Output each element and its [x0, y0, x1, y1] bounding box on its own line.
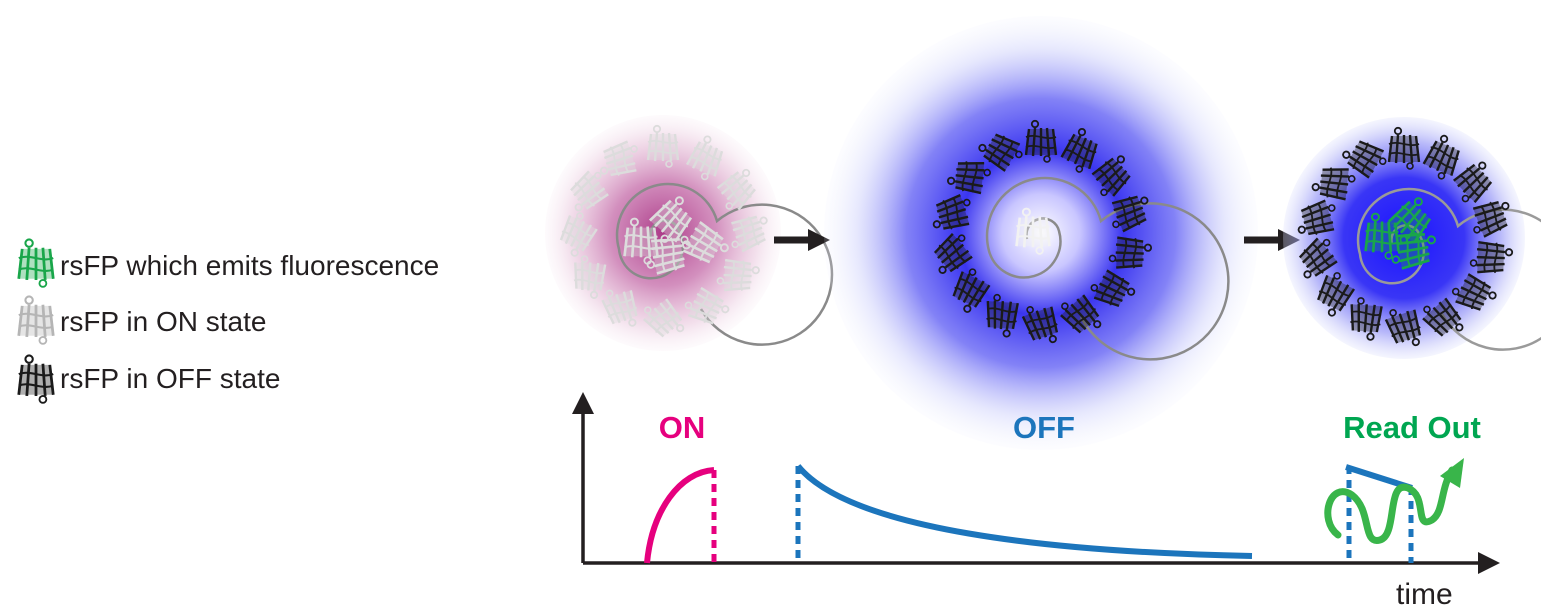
- legend-label-on: rsFP in ON state: [60, 306, 266, 337]
- phase-label-on: ON: [659, 410, 706, 445]
- legend: rsFP which emits fluorescence rsFP in ON…: [17, 238, 439, 405]
- readout-circle: [1283, 117, 1541, 359]
- on-state-circle: [545, 115, 834, 351]
- on-pulse-curve: [644, 467, 715, 564]
- y-axis-arrowhead: [572, 392, 594, 414]
- fluorescence-emission-wave: [1324, 466, 1456, 544]
- spiral-path: [985, 176, 1230, 361]
- legend-item-off: rsFP in OFF state: [17, 354, 280, 405]
- x-axis-arrowhead: [1478, 552, 1500, 574]
- time-axis-plot: time ON OFF Read Out: [572, 392, 1500, 611]
- arrow-on-to-off: [774, 229, 830, 251]
- phase-label-off: OFF: [1013, 410, 1075, 445]
- legend-label-off: rsFP in OFF state: [60, 363, 280, 394]
- fluorescence-emission-arrowhead: [1440, 458, 1464, 488]
- off-decay-curve: [795, 464, 1253, 559]
- x-axis-label: time: [1396, 578, 1453, 611]
- black-protein-icon: [17, 354, 55, 405]
- white-protein-icon: [17, 295, 55, 346]
- legend-item-fluorescent: rsFP which emits fluorescence: [17, 238, 439, 289]
- off-state-circle: [824, 16, 1258, 450]
- legend-item-on: rsFP in ON state: [17, 295, 266, 346]
- legend-label-fluorescent: rsFP which emits fluorescence: [60, 250, 439, 281]
- phase-label-readout: Read Out: [1343, 410, 1481, 445]
- green-protein-icon: [17, 238, 55, 289]
